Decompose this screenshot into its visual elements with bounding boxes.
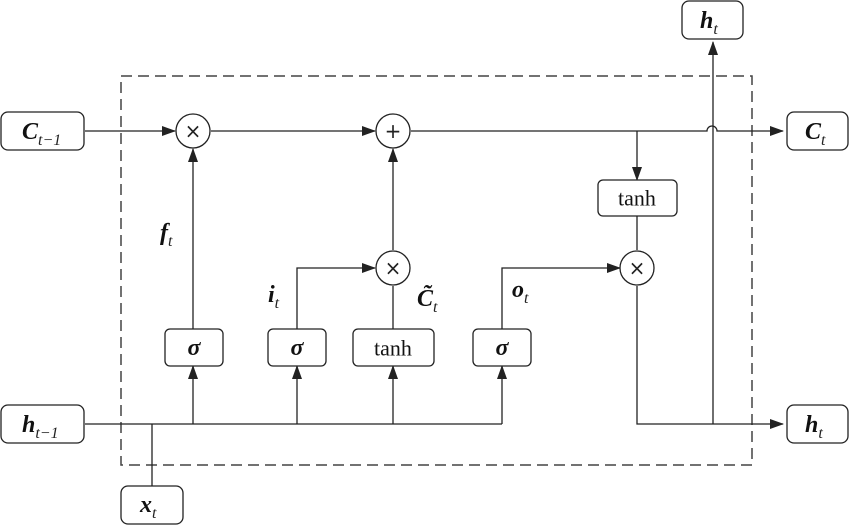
candidate-label: C̃t xyxy=(417,286,438,316)
output-gate-label: ot xyxy=(512,277,529,307)
hidden-prev-box: ht−1 xyxy=(0,404,85,444)
hidden-out-line xyxy=(636,286,784,429)
svg-text:ht: ht xyxy=(805,412,823,442)
hidden-out-right-box: ht xyxy=(786,404,849,444)
svg-text:ht: ht xyxy=(700,8,718,38)
tanh-label: tanh xyxy=(618,186,656,211)
sigma-label: σ xyxy=(291,335,305,361)
sigma-label: σ xyxy=(188,335,202,361)
cell-state-out-line xyxy=(411,125,784,136)
svg-text:xt: xt xyxy=(139,492,157,522)
multiply-icon: × xyxy=(385,256,402,280)
cell-state-out-box: Ct xyxy=(786,111,849,151)
multiply-icon: × xyxy=(629,256,646,280)
cell-add-op: + xyxy=(375,113,411,149)
output-gate-line xyxy=(501,263,621,329)
input-multiply-op: × xyxy=(375,250,411,286)
forget-gate-box: σ xyxy=(164,328,224,367)
plus-icon: + xyxy=(385,119,402,143)
input-gate-line xyxy=(296,263,376,329)
svg-text:ht−1: ht−1 xyxy=(22,412,59,442)
cell-tanh-box: tanh xyxy=(597,179,678,217)
forget-multiply-op: × xyxy=(175,113,211,149)
input-x-box: xt xyxy=(120,485,184,525)
hidden-out-top-box: ht xyxy=(681,0,744,40)
svg-text:Ct: Ct xyxy=(805,119,826,149)
cell-state-prev-box: Ct−1 xyxy=(0,111,85,151)
output-multiply-op: × xyxy=(619,250,655,286)
tanh-label: tanh xyxy=(374,336,412,361)
forget-gate-label: ft xyxy=(160,220,173,250)
input-gate-label: it xyxy=(268,282,280,312)
input-gate-box: σ xyxy=(267,328,327,367)
candidate-box: tanh xyxy=(352,328,435,367)
svg-text:Ct−1: Ct−1 xyxy=(22,119,61,149)
output-gate-box: σ xyxy=(472,328,532,367)
cell-boundary xyxy=(120,75,753,466)
multiply-icon: × xyxy=(185,119,202,143)
sigma-label: σ xyxy=(496,335,510,361)
